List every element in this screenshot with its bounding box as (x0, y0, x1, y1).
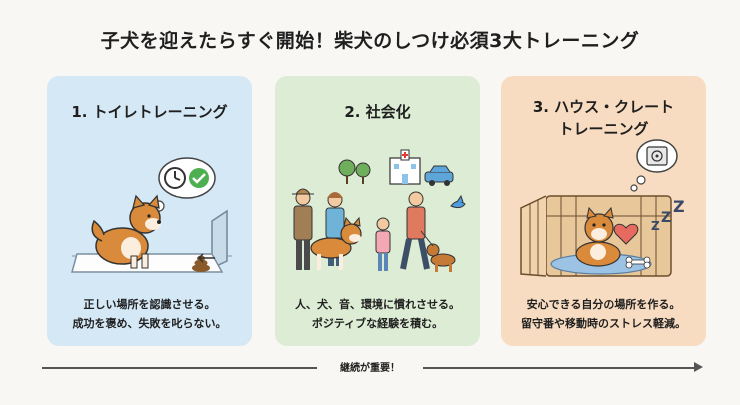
card-toilet-training: 1. トイレトレーニング (47, 76, 252, 346)
card-description: 正しい場所を認識させる。 成功を褒め、失敗を叱らない。 (72, 298, 227, 330)
arrow-right-icon (694, 362, 703, 372)
small-dog-icon (420, 230, 456, 272)
card-title: 2. 社会化 (344, 103, 411, 121)
card-socialization: 2. 社会化 (275, 76, 480, 346)
heart-icon (613, 223, 639, 245)
card-title: 1. トイレトレーニング (71, 103, 228, 121)
card-crate-training: 3. ハウス・クレート トレーニング (501, 76, 706, 346)
bone-icon (625, 256, 651, 269)
toilet-training-illustration (71, 157, 232, 273)
svg-text:Z: Z (661, 210, 671, 226)
person-child-icon (375, 217, 391, 271)
card-description: 人、犬、音、環境に慣れさせる。 ポジティブな経験を積む。 (295, 298, 460, 330)
card-title: 3. ハウス・クレート トレーニング (532, 98, 675, 138)
person-walker-icon (400, 191, 430, 270)
bird-icon (450, 194, 466, 209)
sleep-zzz-icon: Z Z Z (651, 197, 685, 233)
arrow-left-icon (197, 253, 215, 263)
hospital-icon (389, 149, 421, 185)
timeline-line-right (423, 367, 698, 369)
crate-training-illustration: Z Z Z (520, 139, 685, 277)
svg-text:Z: Z (651, 219, 660, 233)
tree-icon (338, 159, 371, 184)
socialization-illustration (292, 149, 466, 272)
wall-shape (211, 209, 228, 270)
safe-icon (646, 146, 668, 166)
car-icon (424, 165, 454, 186)
shiba-dog-icon (310, 216, 362, 270)
shiba-dog-icon (575, 206, 621, 267)
card-description: 安心できる自分の場所を作る。 留守番や移動時のストレス軽減。 (521, 298, 686, 330)
timeline-line-left (42, 367, 317, 369)
person-man-icon (292, 188, 314, 270)
shiba-dog-icon (91, 194, 161, 269)
timeline-label: 継続が重要！ (340, 363, 400, 374)
svg-text:Z: Z (673, 197, 685, 216)
page-title: 子犬を迎えたらすぐ開始！柴犬のしつけ必須3大トレーニング (100, 30, 640, 52)
clock-icon (164, 167, 186, 189)
checkmark-icon (189, 168, 209, 188)
